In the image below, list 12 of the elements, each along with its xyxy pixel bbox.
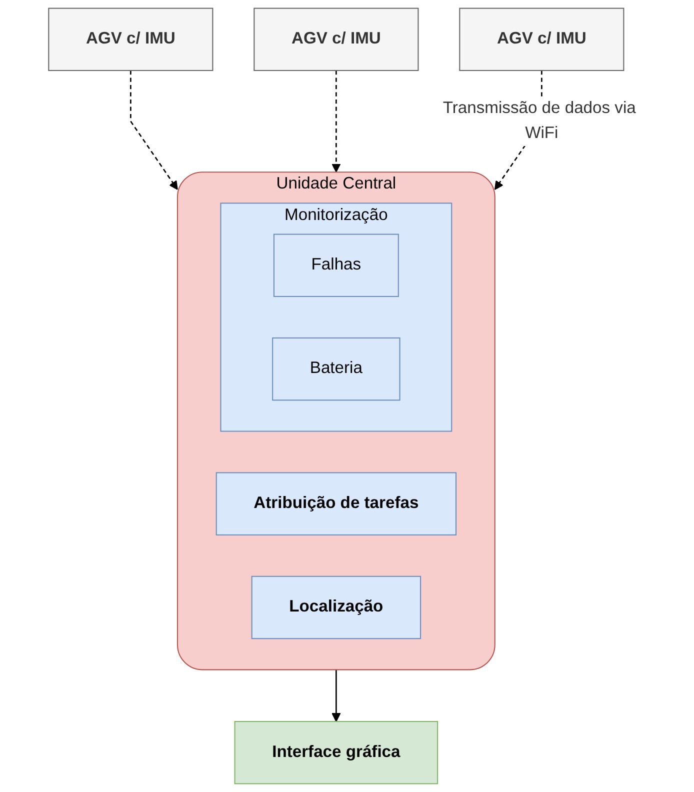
edge-label: Transmissão de dados via WiFi — [442, 100, 636, 142]
arrow — [130, 70, 178, 190]
node-box: Atribuição de tarefas — [216, 472, 456, 536]
node-box: Bateria — [272, 337, 400, 401]
node-box: Interface gráfica — [234, 721, 438, 784]
arrow — [332, 70, 341, 172]
arrow — [332, 670, 341, 722]
node-box: Falhas — [273, 234, 399, 297]
node-box: AGV c/ IMU — [48, 8, 214, 71]
node-box: AGV c/ IMU — [254, 8, 419, 71]
node-box: AGV c/ IMU — [459, 8, 624, 71]
node-box: Localização — [251, 576, 422, 640]
